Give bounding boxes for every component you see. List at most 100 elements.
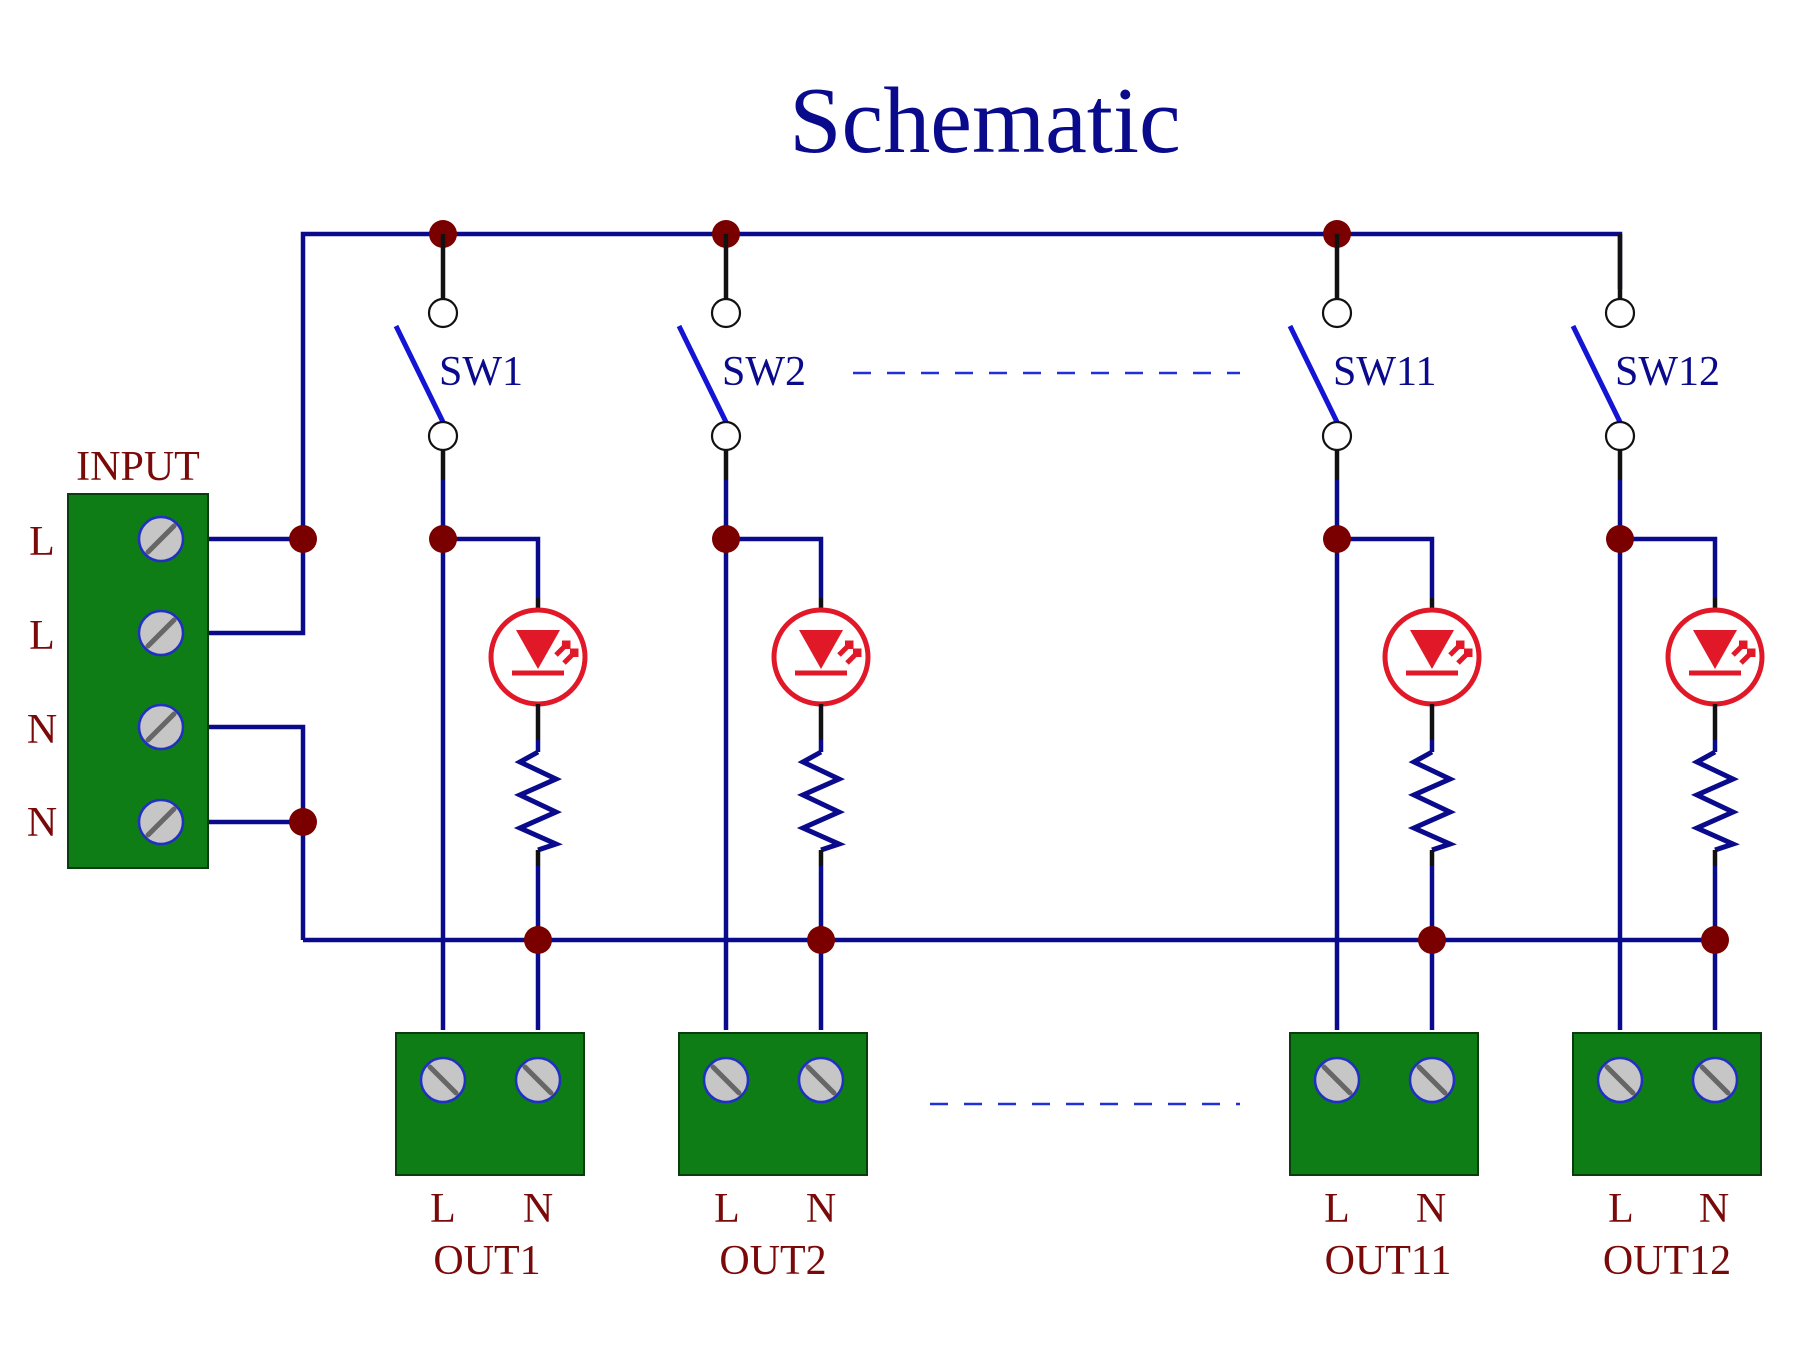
- junction-dot: [807, 926, 835, 954]
- led-rays: [1448, 643, 1470, 665]
- screw-terminal: [514, 1056, 562, 1104]
- screw-slot: [1321, 1064, 1353, 1096]
- led-rays: [1731, 643, 1753, 665]
- output-terminal-block: [1289, 1032, 1479, 1176]
- input-terminal-block: [67, 493, 209, 869]
- resistor-zigzag: [796, 749, 846, 853]
- output-pin-label: N: [1416, 1186, 1446, 1232]
- switch-label: SW2: [722, 349, 806, 395]
- led-branch-wire: [443, 536, 541, 598]
- page-title: Schematic: [789, 69, 1181, 173]
- channels: [393, 220, 1765, 1176]
- resistor-zigzag: [1690, 749, 1740, 853]
- switch-label: SW1: [439, 349, 523, 395]
- switch-contact-bottom: [1321, 420, 1353, 452]
- output-name: OUT2: [719, 1238, 826, 1284]
- screw-terminal: [137, 798, 185, 846]
- channel-4: [1570, 234, 1765, 1176]
- output-pin-label: N: [523, 1186, 553, 1232]
- junction-dot: [429, 525, 457, 553]
- input-pin-label: N: [27, 707, 57, 753]
- output-name: OUT1: [433, 1238, 540, 1284]
- screw-terminal: [137, 609, 185, 657]
- input-pin-label: N: [27, 800, 57, 846]
- switch-contact-top: [427, 297, 459, 329]
- junction-dot: [524, 926, 552, 954]
- junction-dot: [712, 525, 740, 553]
- output-terminal-block: [1572, 1032, 1762, 1176]
- screw-terminal: [1313, 1056, 1361, 1104]
- led-ray-tips: [562, 640, 579, 657]
- switch-blade: [676, 324, 729, 424]
- screw-terminal: [137, 515, 185, 563]
- screw-slot: [1699, 1064, 1731, 1096]
- screw-slot: [1416, 1064, 1448, 1096]
- junction-dot: [1606, 525, 1634, 553]
- led-triangle: [799, 630, 843, 669]
- output-pin-label: N: [1699, 1186, 1729, 1232]
- junction-dot: [289, 525, 317, 553]
- led-triangle: [1410, 630, 1454, 669]
- input-label: INPUT: [76, 444, 200, 490]
- channel-2: [676, 220, 871, 1176]
- led-ray-tips: [845, 640, 862, 657]
- screw-slot: [522, 1064, 554, 1096]
- screw-slot: [145, 711, 177, 743]
- led-rays: [554, 643, 576, 665]
- junction-dot: [1701, 926, 1729, 954]
- screw-terminal: [137, 703, 185, 751]
- output-pin-label: L: [430, 1186, 456, 1232]
- led-ray-tips: [1456, 640, 1473, 657]
- switch-contact-bottom: [710, 420, 742, 452]
- led-branch-wire: [726, 536, 824, 598]
- screw-terminal: [797, 1056, 845, 1104]
- led-branch-wire: [1337, 536, 1435, 598]
- switch-label: SW11: [1333, 349, 1436, 395]
- led-rays: [837, 643, 859, 665]
- output-terminal-block: [678, 1032, 868, 1176]
- screw-slot: [145, 617, 177, 649]
- led-ray-tips: [1739, 640, 1756, 657]
- output-name: OUT12: [1603, 1238, 1731, 1284]
- screw-terminal: [419, 1056, 467, 1104]
- screw-slot: [427, 1064, 459, 1096]
- led-branch-wire: [1620, 536, 1718, 598]
- output-pin-label: L: [714, 1186, 740, 1232]
- output-name: OUT11: [1325, 1238, 1452, 1284]
- output-pin-label: N: [806, 1186, 836, 1232]
- output-terminal-block: [395, 1032, 585, 1176]
- led-triangle: [516, 630, 560, 669]
- screw-terminal: [702, 1056, 750, 1104]
- switch-contact-top: [1604, 297, 1636, 329]
- switch-label: SW12: [1615, 349, 1720, 395]
- switch-contact-bottom: [427, 420, 459, 452]
- input-pin-label: L: [29, 613, 55, 659]
- input-pin-label: L: [29, 519, 55, 565]
- channel-1: [393, 220, 588, 1176]
- junction-dot: [289, 808, 317, 836]
- screw-terminal: [1596, 1056, 1644, 1104]
- wiring: [207, 231, 1714, 943]
- resistor-zigzag: [513, 749, 563, 853]
- output-pin-label: L: [1324, 1186, 1350, 1232]
- junction-dot: [1418, 926, 1446, 954]
- led-triangle: [1693, 630, 1737, 669]
- resistor-zigzag: [1407, 749, 1457, 853]
- switch-contact-bottom: [1604, 420, 1636, 452]
- screw-slot: [710, 1064, 742, 1096]
- screw-terminal: [1408, 1056, 1456, 1104]
- switch-contact-top: [1321, 297, 1353, 329]
- switch-contact-top: [710, 297, 742, 329]
- screw-slot: [1604, 1064, 1636, 1096]
- screw-terminal: [1691, 1056, 1739, 1104]
- screw-slot: [805, 1064, 837, 1096]
- screw-slot: [145, 523, 177, 555]
- input-block-body: [67, 493, 209, 869]
- switch-blade: [1287, 324, 1340, 424]
- screw-slot: [145, 806, 177, 838]
- output-pin-label: L: [1608, 1186, 1634, 1232]
- channel-3: [1287, 220, 1482, 1176]
- switch-blade: [1570, 324, 1623, 424]
- output-labels: L N OUT1 L N OUT2 L N OUT11 L N OUT12: [430, 1186, 1731, 1284]
